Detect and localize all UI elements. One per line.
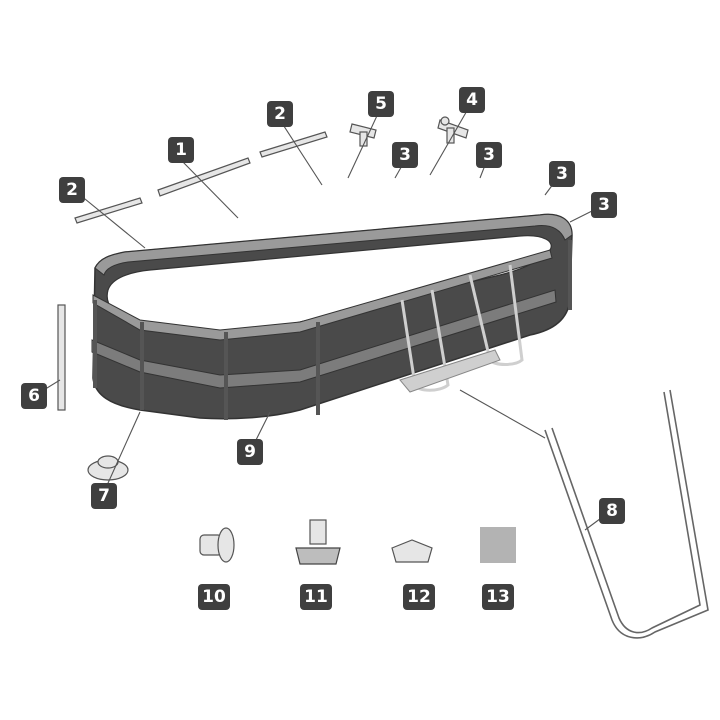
callout-4-label: 4	[466, 90, 478, 110]
callout-3-b: 3	[476, 142, 502, 168]
callout-4: 4	[459, 87, 485, 113]
callout-3-a-label: 3	[399, 145, 411, 165]
callout-3-b-label: 3	[483, 145, 495, 165]
pool-ladder	[399, 264, 524, 393]
pool-top-rim	[94, 213, 573, 276]
ladder-part	[544, 389, 709, 639]
callout-1-label: 1	[175, 140, 187, 160]
callout-3-d-label: 3	[598, 195, 610, 215]
callout-2-left-label: 2	[66, 180, 78, 200]
side-beam-left-part	[74, 197, 143, 224]
callout-7: 7	[91, 483, 117, 509]
callout-2-left: 2	[59, 177, 85, 203]
connector-valve-part	[295, 519, 341, 565]
callout-8-label: 8	[606, 501, 618, 521]
pool-assembly	[91, 213, 573, 420]
callout-5: 5	[368, 91, 394, 117]
callout-2-right: 2	[267, 101, 293, 127]
top-beam-part	[157, 157, 251, 197]
side-beam-right-part	[259, 131, 328, 158]
callout-2-right-label: 2	[274, 104, 286, 124]
leg-cap-part	[87, 455, 129, 481]
callout-11-label: 11	[304, 587, 328, 607]
callout-10-label: 10	[202, 587, 226, 607]
pool-strap-band	[91, 289, 557, 389]
t-joint-part	[349, 123, 377, 147]
callout-6: 6	[21, 383, 47, 409]
leg-part	[57, 304, 66, 411]
callout-8: 8	[599, 498, 625, 524]
callout-9: 9	[237, 439, 263, 465]
callout-3-c: 3	[549, 161, 575, 187]
callout-12-label: 12	[407, 587, 431, 607]
callout-12: 12	[403, 584, 435, 610]
drain-plug-part	[199, 527, 235, 563]
pool-legs	[93, 240, 572, 420]
callout-6-label: 6	[28, 386, 40, 406]
callout-7-label: 7	[98, 486, 110, 506]
callout-5-label: 5	[375, 94, 387, 114]
pool-front-rim	[92, 249, 553, 341]
callout-3-a: 3	[392, 142, 418, 168]
corner-joint-part	[437, 116, 469, 144]
callout-13: 13	[482, 584, 514, 610]
callout-13-label: 13	[486, 587, 510, 607]
callout-10: 10	[198, 584, 230, 610]
callout-3-c-label: 3	[556, 164, 568, 184]
callout-11: 11	[300, 584, 332, 610]
repair-patch-part	[480, 527, 516, 563]
callout-3-d: 3	[591, 192, 617, 218]
callout-9-label: 9	[244, 442, 256, 462]
plug-cap-part	[391, 539, 433, 563]
callout-1: 1	[168, 137, 194, 163]
